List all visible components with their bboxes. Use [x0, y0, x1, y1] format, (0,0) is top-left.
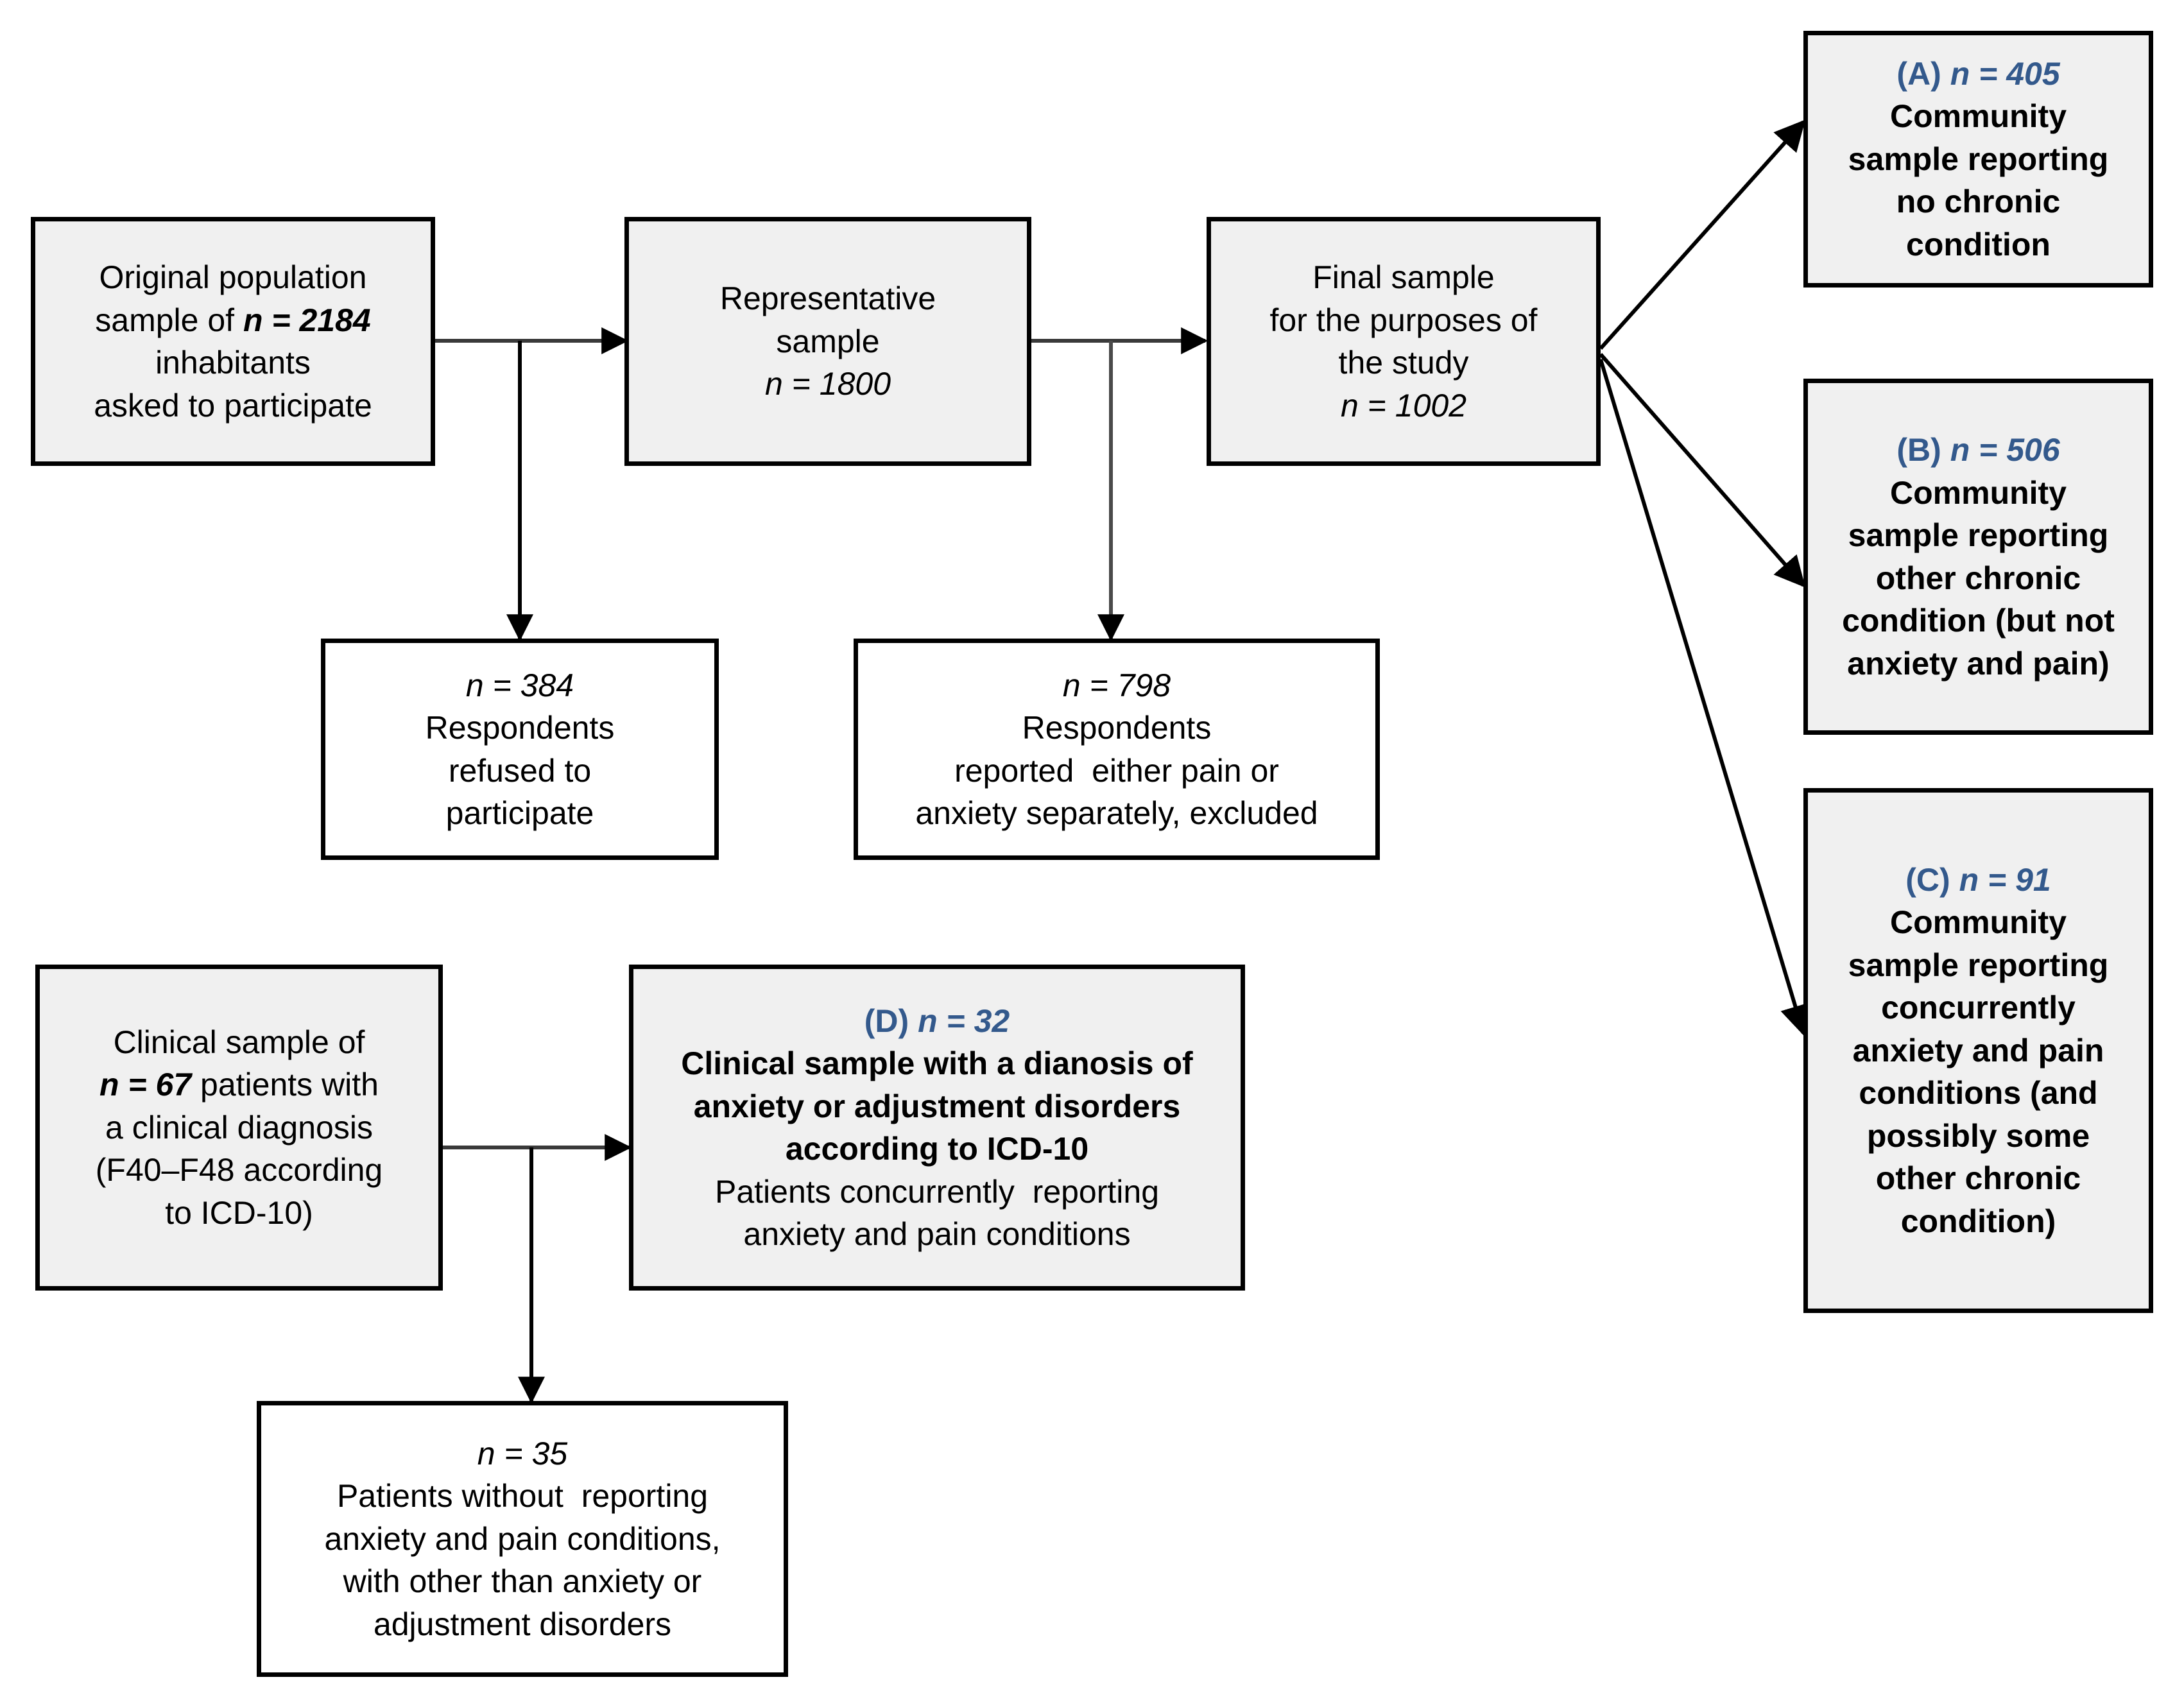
node-line: anxiety and pain conditions, — [324, 1520, 721, 1557]
node-respondents-excluded[interactable]: n = 798 Respondents reported either pain… — [854, 639, 1380, 860]
node-line: anxiety and pain conditions — [743, 1216, 1131, 1252]
node-line: Respondents — [1022, 710, 1212, 746]
node-group-b[interactable]: (B) n = 506 Community sample reporting o… — [1803, 379, 2153, 735]
node-patients-without[interactable]: n = 35 Patients without reporting anxiet… — [257, 1401, 788, 1677]
n-value: n = 1002 — [1340, 387, 1467, 424]
node-line: condition) — [1900, 1203, 2056, 1239]
node-line: no chronic — [1896, 184, 2061, 220]
node-group-a[interactable]: (A) n = 405 Community sample reporting n… — [1803, 31, 2153, 288]
n-value: n = 1800 — [764, 366, 891, 402]
node-line: sample reporting — [1848, 947, 2109, 983]
node-line: Final sample — [1312, 259, 1495, 295]
node-line: participate — [445, 795, 594, 831]
n-value: n = 32 — [918, 1002, 1010, 1039]
node-respondents-refused[interactable]: n = 384 Respondents refused to participa… — [321, 639, 719, 860]
node-line: other chronic — [1875, 1160, 2081, 1197]
node-group-d[interactable]: (D) n = 32 Clinical sample with a dianos… — [629, 965, 1245, 1291]
group-letter: (A) — [1896, 55, 1941, 92]
node-line: to ICD-10) — [165, 1194, 313, 1231]
group-letter: (B) — [1896, 432, 1941, 468]
node-original-population[interactable]: Original population sample of n = 2184 i… — [31, 217, 435, 466]
node-representative-sample[interactable]: Representative sample n = 1800 — [624, 217, 1031, 466]
node-line: Representative — [719, 280, 936, 317]
group-c-header: (C) n = 91 — [1905, 859, 2051, 902]
node-final-sample[interactable]: Final sample for the purposes of the stu… — [1207, 217, 1601, 466]
node-line: Respondents — [425, 710, 615, 746]
node-line: Clinical sample of — [113, 1024, 365, 1060]
node-line: asked to participate — [94, 387, 372, 424]
node-line: conditions (and — [1859, 1075, 2098, 1112]
n-value: n = 91 — [1959, 861, 2051, 898]
node-line: sample reporting — [1848, 141, 2109, 177]
n-value: n = 67 — [99, 1067, 192, 1103]
node-line: with other than anxiety or — [343, 1563, 702, 1600]
edge-final-to-group-b — [1599, 353, 1806, 588]
node-line: anxiety and pain — [1852, 1032, 2104, 1069]
edge-final-to-group-a — [1599, 119, 1806, 350]
node-line: adjustment disorders — [373, 1606, 672, 1642]
node-line: Original population — [99, 259, 367, 295]
n-value: n = 798 — [1062, 667, 1171, 703]
node-line: condition (but not — [1842, 603, 2115, 639]
node-line: condition — [1906, 226, 2051, 262]
node-line: sample reporting — [1848, 517, 2109, 553]
node-line: other chronic — [1875, 560, 2081, 596]
node-line: concurrently — [1881, 990, 2076, 1026]
group-a-header: (A) n = 405 — [1896, 53, 2059, 96]
node-line: reported either pain or — [954, 752, 1279, 789]
node-group-c[interactable]: (C) n = 91 Community sample reporting co… — [1803, 788, 2153, 1313]
group-letter: (C) — [1905, 861, 1950, 898]
node-line: refused to — [448, 752, 592, 789]
node-line: inhabitants — [155, 345, 311, 381]
node-line: Clinical sample with a dianosis of — [681, 1045, 1193, 1081]
node-line: anxiety separately, excluded — [915, 795, 1318, 831]
n-value: n = 2184 — [243, 302, 371, 338]
node-line: sample of n = 2184 — [95, 302, 371, 338]
node-line: according to ICD-10 — [785, 1131, 1089, 1167]
n-value — [1941, 56, 1950, 92]
node-line: sample — [776, 323, 880, 359]
node-line: Community — [1890, 474, 2067, 511]
n-value: n = 384 — [465, 667, 574, 703]
node-line: possibly some — [1866, 1117, 2090, 1154]
n-value: n = 506 — [1950, 432, 2060, 468]
node-line: a clinical diagnosis — [105, 1109, 373, 1146]
n-value: n = 35 — [477, 1435, 568, 1472]
group-b-header: (B) n = 506 — [1896, 429, 2059, 472]
node-line: Community — [1890, 98, 2067, 135]
node-line: (F40–F48 according — [95, 1152, 383, 1189]
group-d-header: (D) n = 32 — [864, 1000, 1010, 1043]
node-line: Patients concurrently reporting — [714, 1173, 1160, 1210]
node-line: Community — [1890, 904, 2067, 941]
edge-final-to-group-c — [1599, 359, 1810, 1036]
n-value: n = 405 — [1950, 55, 2060, 92]
node-line: anxiety or adjustment disorders — [693, 1088, 1181, 1124]
node-line: the study — [1338, 345, 1469, 381]
node-line: anxiety and pain) — [1847, 645, 2110, 682]
group-letter: (D) — [864, 1002, 909, 1039]
node-line: for the purposes of — [1269, 302, 1538, 338]
node-line: n = 67 patients with — [99, 1067, 379, 1103]
node-clinical-sample[interactable]: Clinical sample of n = 67 patients with … — [35, 965, 443, 1291]
node-line: Patients without reporting — [336, 1478, 709, 1515]
